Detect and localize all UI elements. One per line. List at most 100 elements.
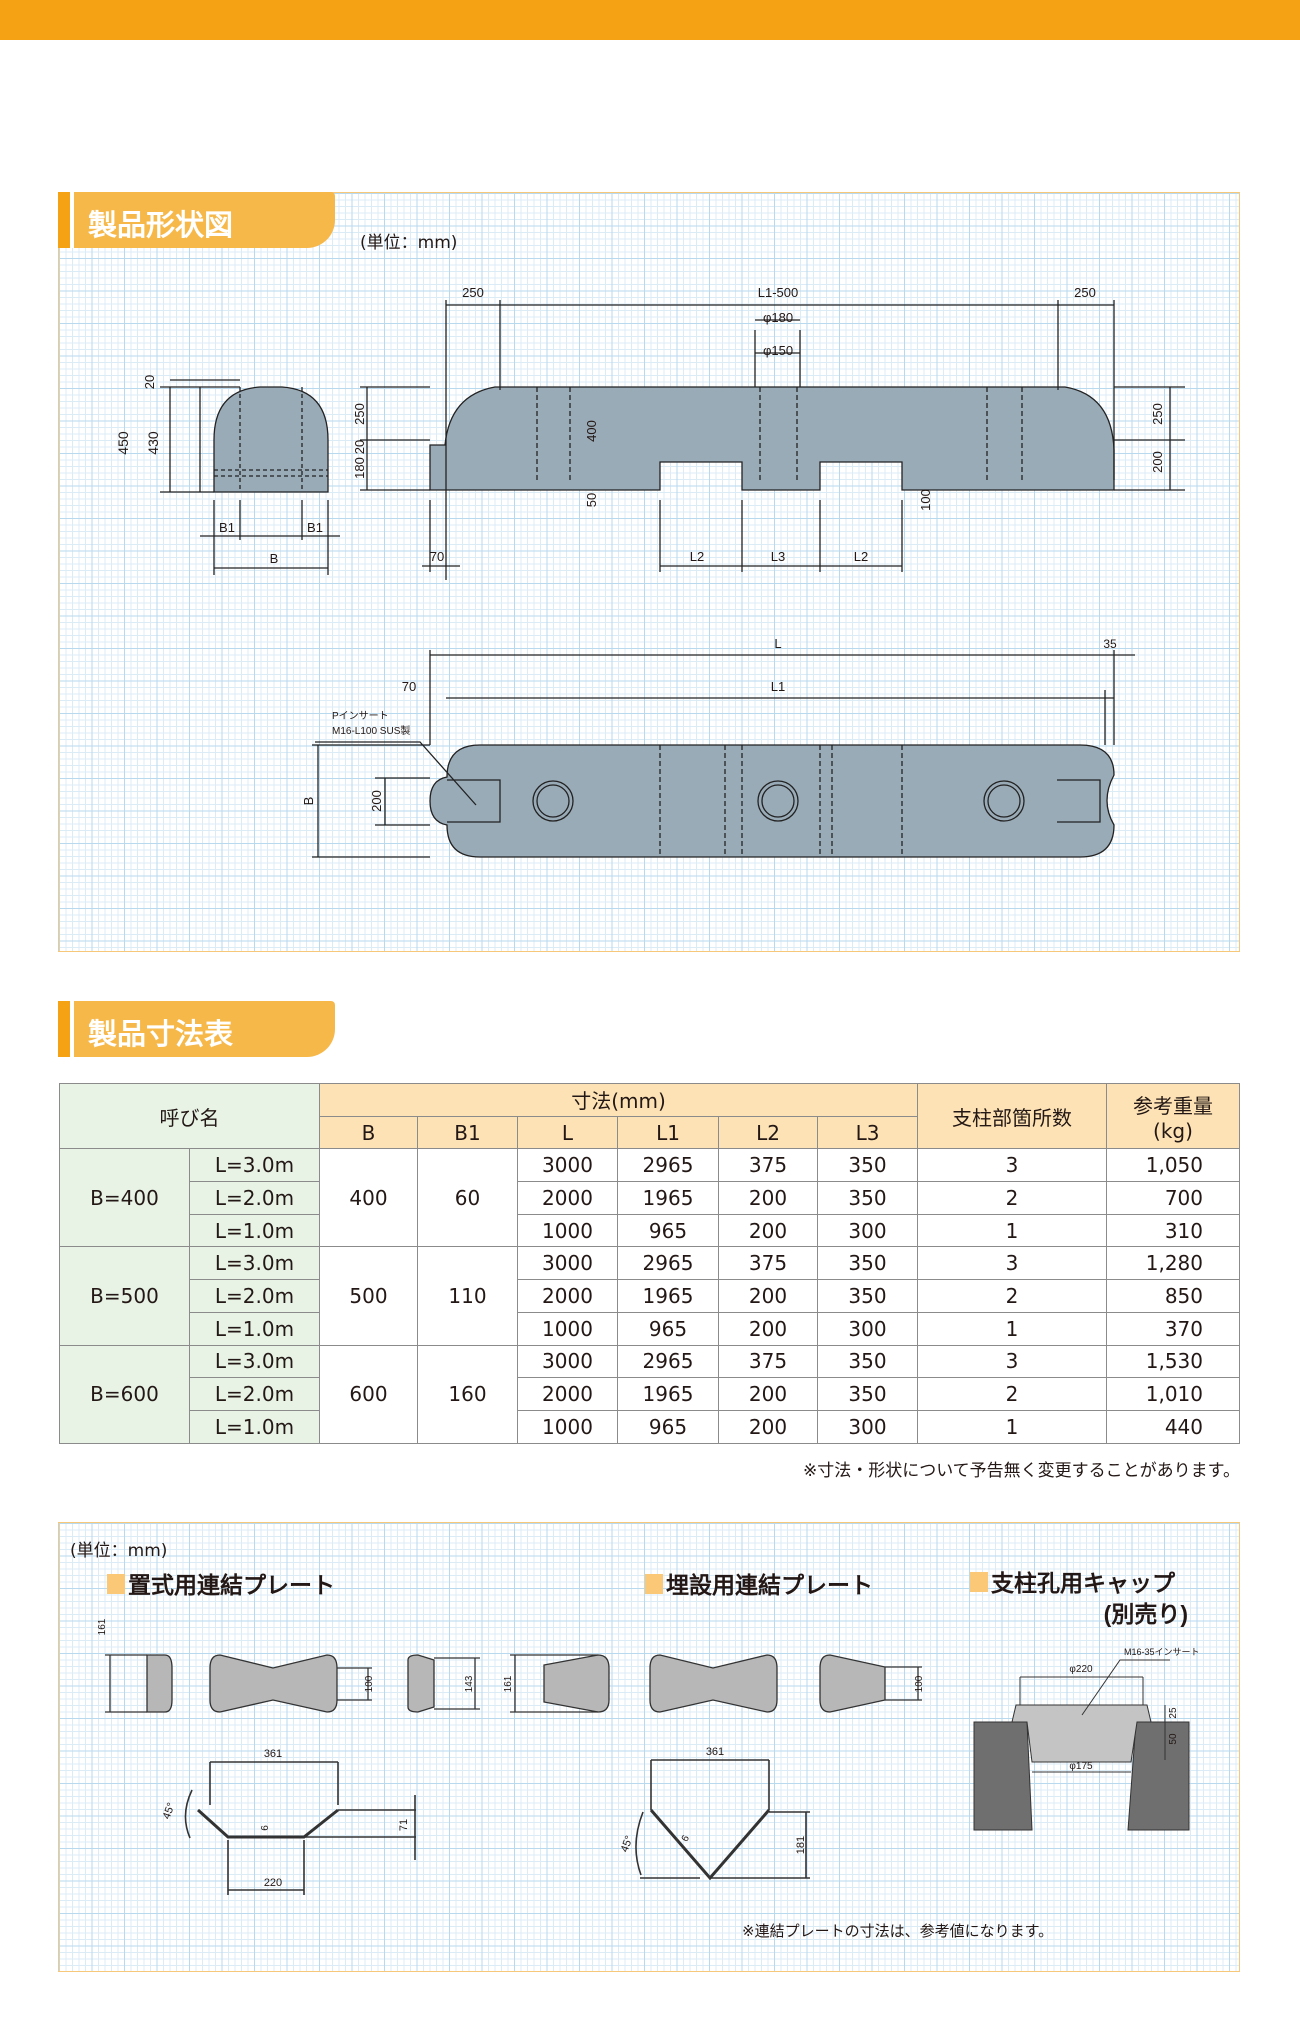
posts-cell: 2 (917, 1279, 1107, 1313)
length-cell: L=3.0m (189, 1246, 320, 1281)
l3-cell: 350 (817, 1181, 918, 1215)
plan-view (312, 650, 1135, 858)
l3-cell: 350 (817, 1344, 918, 1379)
dim-label: 200 (1150, 451, 1165, 473)
dim-label: B (270, 551, 279, 566)
l2-cell: 375 (718, 1148, 818, 1183)
parts-note: ※連結プレートの寸法は、参考値になります。 (742, 1922, 1054, 1940)
posts-cell: 1 (917, 1213, 1107, 1248)
shape-unit: (単位：mm) (360, 233, 458, 253)
placed-plate-title: 置式用連結プレート (128, 1572, 335, 1598)
dim-label: 181 (795, 1836, 807, 1854)
weight-cell: 440 (1106, 1409, 1240, 1444)
l3-cell: 300 (817, 1409, 918, 1444)
dim-label: B (301, 797, 316, 806)
length-cell: L=1.0m (189, 1213, 320, 1248)
dim-label: φ220 (1069, 1664, 1093, 1675)
l2-cell: 375 (718, 1246, 818, 1281)
top-accent-bar (0, 0, 1300, 40)
header-posts: 支柱部箇所数 (917, 1082, 1107, 1150)
dim-label: L3 (771, 549, 785, 564)
dim-label: 161 (503, 1675, 514, 1692)
l-cell: 1000 (517, 1409, 618, 1444)
length-cell: L=1.0m (189, 1311, 320, 1346)
cap-drawing (973, 1659, 1190, 1831)
dim-label: 25 (1168, 1707, 1179, 1719)
posts-cell: 1 (917, 1409, 1107, 1444)
l1-cell: 1965 (617, 1377, 719, 1411)
buried-plate-title: 埋設用連結プレート (666, 1572, 873, 1598)
cap-insert-label: M16-35インサート (1124, 1647, 1200, 1657)
dim-label: 250 (462, 285, 484, 300)
plate-pieces (105, 1654, 922, 1713)
length-cell: L=3.0m (189, 1148, 320, 1183)
l1-cell: 2965 (617, 1344, 719, 1379)
dim-label: 100 (364, 1675, 375, 1692)
table-section-title: 製品寸法表 (58, 1001, 335, 1057)
header-b: B (319, 1115, 418, 1150)
posts-cell: 3 (917, 1246, 1107, 1281)
weight-cell: 700 (1106, 1181, 1240, 1215)
length-cell: L=1.0m (189, 1409, 320, 1444)
dim-label: 35 (1103, 637, 1117, 651)
l1-cell: 1965 (617, 1279, 719, 1313)
insert-spec-label: M16-L100 SUS製 (332, 724, 410, 737)
b-cell: 500 (319, 1246, 418, 1346)
cap-subtitle: (別売り) (1104, 1601, 1188, 1627)
dim-label: φ150 (763, 343, 793, 358)
dim-label: 20 (352, 440, 367, 454)
l2-cell: 200 (718, 1377, 818, 1411)
dim-label: 400 (584, 420, 599, 442)
shape-section-title: 製品形状図 (58, 192, 335, 248)
weight-cell: 1,530 (1106, 1344, 1240, 1379)
l2-cell: 200 (718, 1409, 818, 1444)
header-weight: 参考重量(kg) (1106, 1082, 1240, 1150)
length-cell: L=2.0m (189, 1181, 320, 1215)
l-cell: 1000 (517, 1213, 618, 1248)
dim-label: 6 (260, 1825, 271, 1831)
dim-label: 361 (706, 1746, 724, 1758)
dim-label: L (774, 636, 781, 651)
dim-label: 100 (914, 1675, 925, 1692)
dim-label: 180 (352, 457, 367, 479)
b1-cell: 110 (417, 1246, 518, 1346)
front-view (160, 379, 340, 575)
weight-cell: 1,010 (1106, 1377, 1240, 1411)
l1-cell: 1965 (617, 1181, 719, 1215)
header-b1: B1 (417, 1115, 518, 1150)
group-name: B=400 (59, 1148, 190, 1248)
side-view (360, 300, 1185, 580)
posts-cell: 3 (917, 1344, 1107, 1379)
dim-label: 70 (430, 549, 444, 564)
dim-label: L2 (690, 549, 704, 564)
insert-label: Pインサート (332, 710, 389, 722)
dim-label: 450 (115, 431, 131, 455)
dim-label: φ175 (1069, 1761, 1093, 1772)
dim-label: 250 (1074, 285, 1096, 300)
dimension-table: 呼び名 寸法(mm) 支柱部箇所数 参考重量(kg) B B1 L L1 L2 … (59, 1082, 1240, 1444)
plate-sections (184, 1759, 810, 1895)
cap-title: 支柱孔用キャップ (990, 1570, 1176, 1596)
dim-label: 100 (918, 489, 933, 511)
b-cell: 600 (319, 1344, 418, 1444)
dim-label: 50 (584, 493, 599, 507)
header-name: 呼び名 (59, 1082, 320, 1150)
l3-cell: 350 (817, 1279, 918, 1313)
l1-cell: 965 (617, 1213, 719, 1248)
header-dims: 寸法(mm) (319, 1083, 918, 1117)
dim-label: 70 (402, 679, 416, 694)
dim-label: 430 (145, 431, 161, 455)
weight-cell: 310 (1106, 1213, 1240, 1248)
dim-label: L2 (854, 549, 868, 564)
l3-cell: 350 (817, 1148, 918, 1183)
length-cell: L=2.0m (189, 1279, 320, 1313)
b1-cell: 160 (417, 1344, 518, 1444)
header-l1: L1 (617, 1115, 719, 1150)
